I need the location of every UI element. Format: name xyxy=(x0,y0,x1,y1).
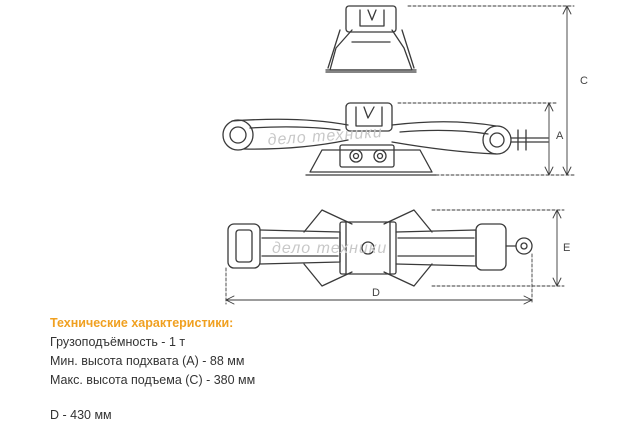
spec-min-height: Мин. высота подхвата (А) - 88 мм xyxy=(50,354,245,368)
dimension-label-e: E xyxy=(563,242,570,254)
jack-plan-view xyxy=(227,209,533,287)
dimension-lines xyxy=(225,5,575,305)
watermark-plan: дело техники xyxy=(272,240,387,257)
saddle-top-view xyxy=(325,5,417,73)
jack-side-view xyxy=(222,102,549,176)
specs-heading: Технические характеристики: xyxy=(50,316,234,330)
dimension-label-a: A xyxy=(556,130,564,142)
scissor-jack-technical-drawing: C A E D дело техники дело техники xyxy=(222,5,588,305)
spec-length: D - 430 мм xyxy=(50,408,112,422)
spec-capacity: Грузоподъёмность - 1 т xyxy=(50,335,186,349)
spec-max-height: Макс. высота подъема (С) - 380 мм xyxy=(50,373,256,387)
dimension-label-d: D xyxy=(372,287,380,299)
dimension-label-c: C xyxy=(580,75,588,87)
